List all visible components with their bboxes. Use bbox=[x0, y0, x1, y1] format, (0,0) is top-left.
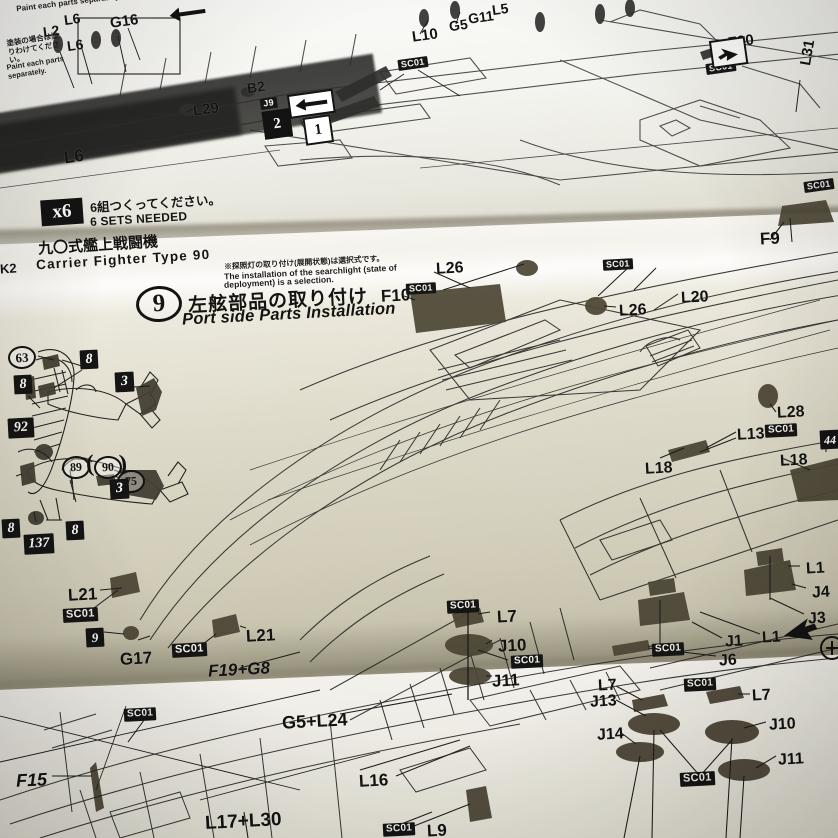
instruction-sheet-photo: 塗装の場合は塗 りわけてくださ い。 Paint each parts sepa… bbox=[0, 0, 838, 838]
photo-vignette bbox=[0, 0, 838, 838]
photo-warm-tint bbox=[0, 0, 838, 838]
